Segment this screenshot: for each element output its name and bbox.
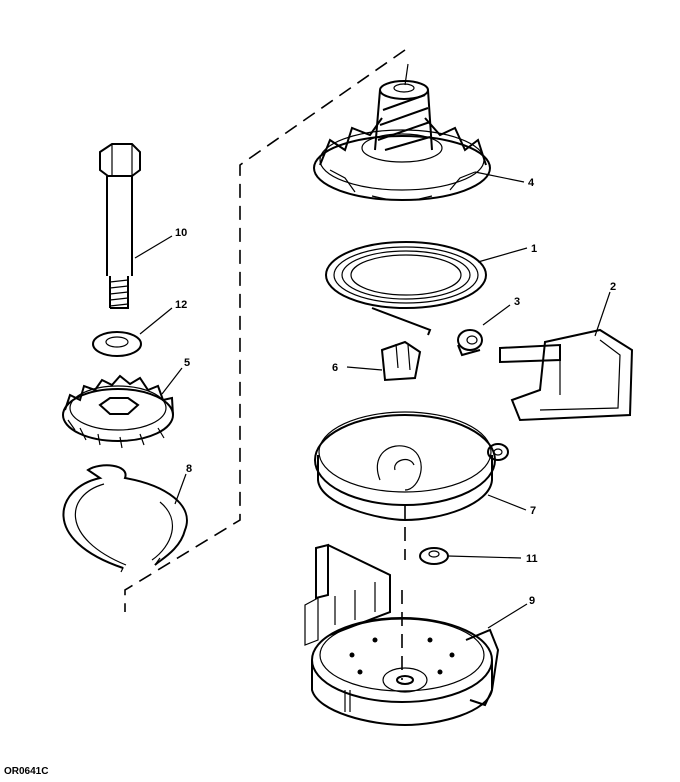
callout-5: 5 [184, 357, 190, 369]
callout-4: 4 [528, 177, 535, 189]
callout-10: 10 [175, 227, 187, 239]
part-11-washer [419, 547, 449, 565]
part-7-spring-housing [314, 411, 509, 522]
callout-7: 7 [530, 505, 536, 517]
part-2-starter-handle [499, 328, 634, 422]
part-10-bolt [99, 143, 141, 309]
part-1-rewind-spring [325, 241, 487, 336]
callout-3: 3 [514, 296, 520, 308]
assembly-center-line [124, 49, 406, 612]
leader-lines [134, 63, 611, 629]
callout-11: 11 [526, 553, 538, 565]
part-4-pulley [313, 80, 491, 201]
callout-12: 12 [175, 299, 187, 311]
part-8-spring-clip [62, 464, 188, 573]
callout-6: 6 [332, 362, 338, 374]
part-6-pawl [380, 340, 422, 382]
part-9-starter-housing [304, 543, 500, 727]
part-3-bushing [457, 329, 483, 357]
assembly-center-line-lower [401, 505, 406, 680]
callout-9: 9 [529, 595, 535, 607]
callout-1: 1 [531, 243, 537, 255]
part-12-washer [92, 331, 142, 357]
callout-8: 8 [186, 463, 192, 475]
figure-code: OR0641C [4, 766, 49, 777]
callout-2: 2 [610, 281, 616, 293]
part-5-ratchet-gear [62, 374, 174, 449]
